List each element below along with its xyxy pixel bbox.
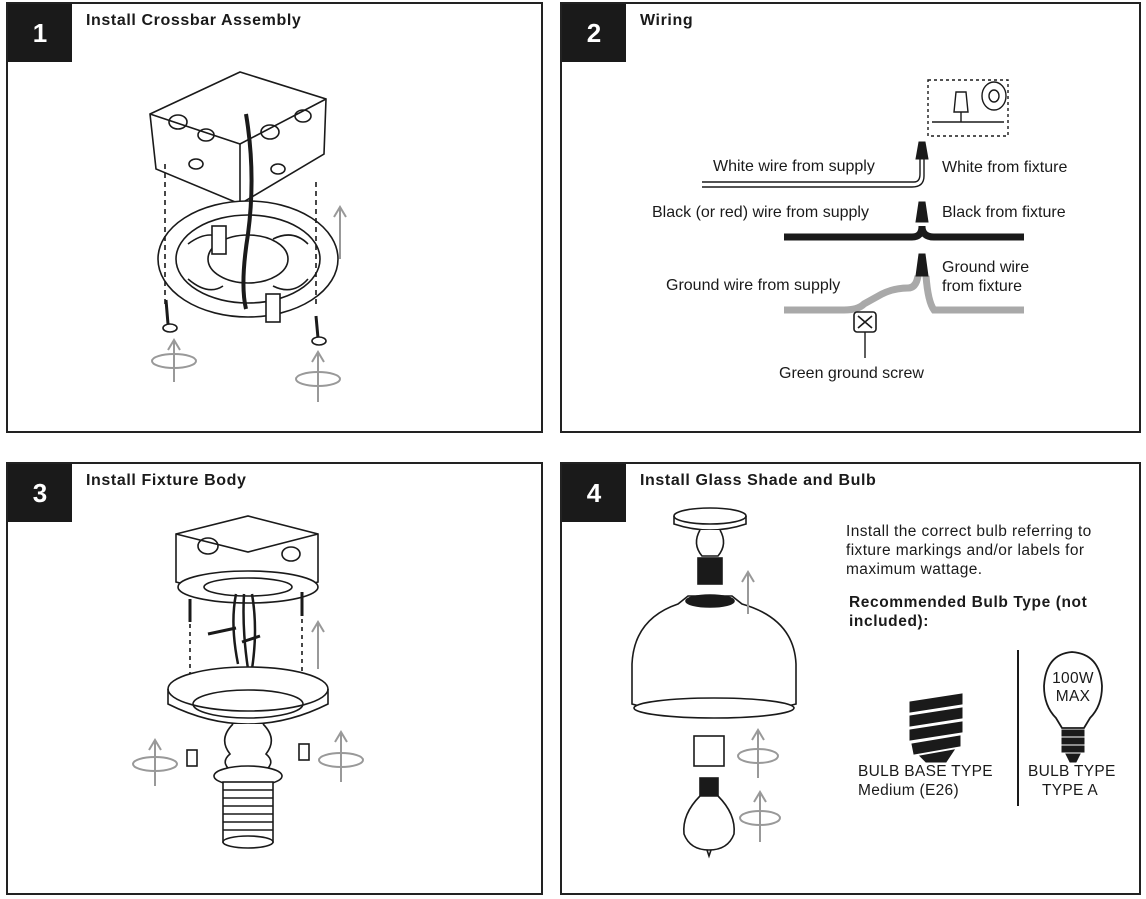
step-2-panel: 2 Wiring — [560, 2, 1141, 433]
bulb-type-value: TYPE A — [1042, 782, 1099, 799]
glass-shade-illustration — [631, 507, 1103, 859]
step-4-panel: 4 Install Glass Shade and Bulb — [560, 462, 1141, 895]
step-2-number: 2 — [562, 4, 626, 62]
bulb-instruction-line1: Install the correct bulb referring to — [846, 523, 1092, 540]
bulb-base-type-value: Medium (E26) — [858, 782, 959, 799]
wiring-diagram — [702, 79, 1024, 358]
ground-screw-label: Green ground screw — [779, 365, 924, 382]
step-2-title: Wiring — [640, 12, 694, 29]
ground-fixture-label-line2: from fixture — [942, 278, 1023, 295]
bulb-instruction-line2: fixture markings and/or labels for — [846, 542, 1085, 559]
bulb-type-label: BULB TYPE — [1028, 763, 1116, 780]
step-1-title: Install Crossbar Assembly — [86, 12, 302, 29]
wattage-label-line2: MAX — [1055, 688, 1091, 705]
step-3-number: 3 — [8, 464, 72, 522]
step-4-title: Install Glass Shade and Bulb — [640, 472, 877, 489]
recommended-bulb-line1: Recommended Bulb Type (not — [849, 594, 1088, 611]
ground-supply-label: Ground wire from supply — [666, 277, 841, 294]
bulb-instruction-line3: maximum wattage. — [846, 561, 983, 578]
black-supply-label: Black (or red) wire from supply — [652, 204, 869, 221]
white-supply-label: White wire from supply — [713, 158, 875, 175]
recommended-bulb-line2: included): — [849, 613, 930, 630]
step-1-number: 1 — [8, 4, 72, 62]
ground-fixture-label-line1: Ground wire — [942, 259, 1030, 276]
step-3-title: Install Fixture Body — [86, 472, 247, 489]
bulb-base-type-label: BULB BASE TYPE — [858, 763, 993, 780]
step-4-number: 4 — [562, 464, 626, 522]
white-fixture-label: White from fixture — [942, 159, 1068, 176]
black-fixture-label: Black from fixture — [942, 204, 1066, 221]
wattage-label-line1: 100W — [1052, 670, 1094, 687]
step-3-panel: 3 Install Fixture Body — [6, 462, 543, 895]
crossbar-assembly-illustration — [149, 71, 347, 402]
fixture-body-illustration — [132, 515, 364, 849]
step-1-panel: 1 Install Crossbar Assembly — [6, 2, 543, 433]
